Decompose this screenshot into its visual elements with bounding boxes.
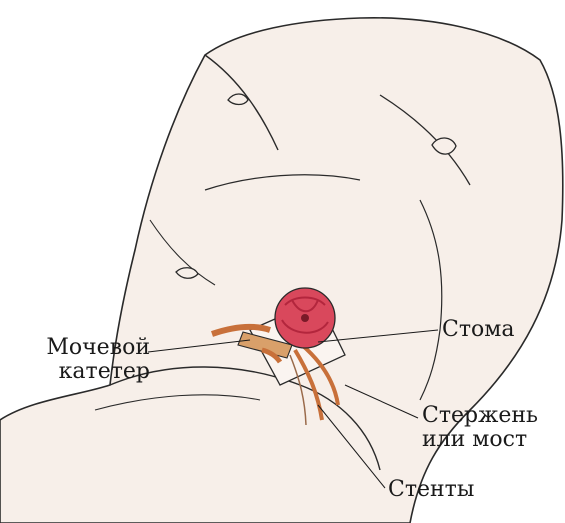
label-rod-line1: Стержень: [422, 404, 538, 428]
label-stoma: Стома: [442, 318, 514, 342]
label-rod: Стержень или мост: [422, 404, 538, 452]
label-rod-line2: или мост: [422, 428, 538, 452]
label-catheter-line1: Мочевой: [12, 336, 150, 360]
label-stents: Стенты: [388, 478, 474, 502]
label-catheter-line2: катетер: [12, 360, 150, 384]
stoma-lumen: [301, 314, 309, 322]
label-catheter: Мочевой катетер: [12, 336, 150, 384]
